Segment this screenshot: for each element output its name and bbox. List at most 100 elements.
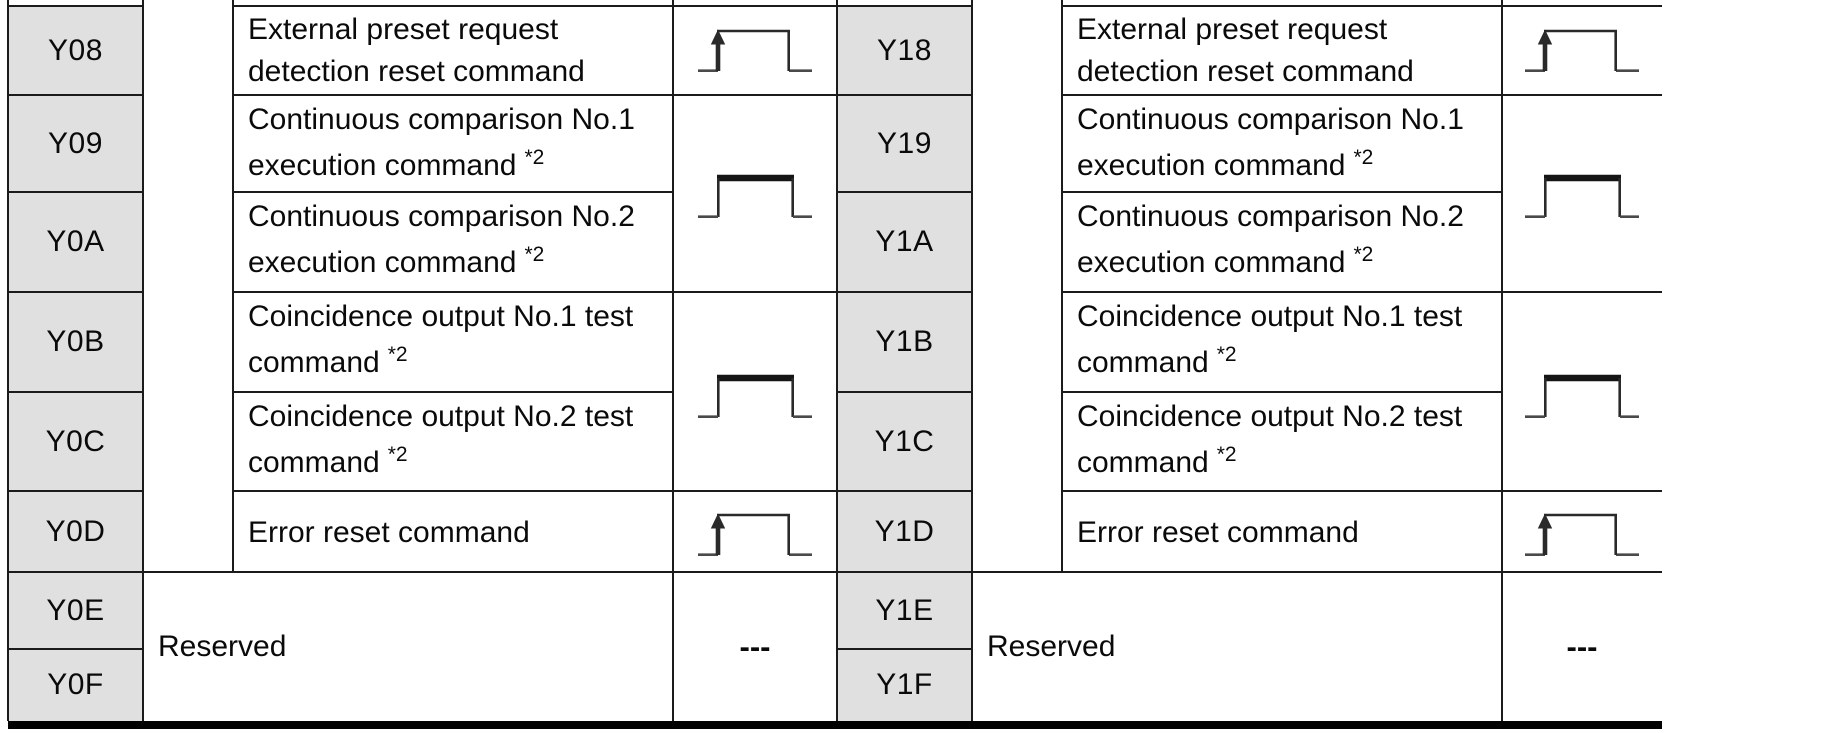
row-border — [1061, 5, 1662, 7]
device-cell: Y0E — [46, 593, 105, 627]
device-cell: Y19 — [877, 126, 932, 160]
signal-description-line: command*2 — [1077, 443, 1237, 479]
rising-edge-pulse-icon — [1525, 29, 1639, 73]
device-cell: Y0F — [47, 668, 104, 701]
reserved-cell: Reserved — [158, 629, 287, 663]
signal-description-line: Continuous comparison No.1 — [1077, 103, 1464, 136]
signal-description-line: execution command*2 — [1077, 146, 1374, 182]
row-border — [1061, 391, 1503, 393]
device-cell: Y09 — [48, 126, 103, 160]
level-pulse-icon — [1525, 374, 1639, 419]
signal-description-line: command*2 — [248, 343, 408, 379]
rising-edge-pulse-icon — [1525, 513, 1639, 557]
row-border — [1061, 191, 1503, 193]
signal-description-line: detection reset command — [248, 55, 585, 88]
row-border — [8, 648, 143, 650]
no-timing-chart-dashes: --- — [1566, 628, 1598, 664]
device-cell: Y0D — [45, 514, 106, 548]
row-border — [1061, 291, 1662, 293]
footnote-marker: *2 — [524, 243, 545, 266]
signal-description-line: detection reset command — [1077, 55, 1414, 88]
signal-description-line: Coincidence output No.1 test — [248, 300, 634, 333]
row-border — [8, 191, 143, 193]
row-border — [8, 291, 143, 293]
signal-description-line: Error reset command — [1077, 516, 1359, 549]
row-border — [837, 94, 972, 96]
column-border — [672, 0, 674, 721]
device-cell: Y1E — [875, 593, 934, 627]
device-cell: Y1C — [874, 424, 935, 458]
row-border — [8, 391, 143, 393]
signal-description-line: execution command*2 — [248, 243, 545, 279]
column-border — [232, 0, 234, 572]
row-border — [8, 5, 143, 7]
row-border — [837, 571, 1662, 573]
footnote-marker: *2 — [387, 443, 408, 466]
row-border — [837, 490, 972, 492]
device-cell: Y0A — [46, 225, 105, 258]
signal-description-line: External preset request — [1077, 13, 1388, 46]
row-border — [232, 490, 838, 492]
row-border — [8, 490, 143, 492]
output-signal-table-ch2: Y18 Y19 Y1A Y1B Y1C Y1D Y1E Y1F External… — [836, 0, 1667, 733]
reserved-cell: Reserved — [987, 629, 1116, 663]
signal-description-line: Coincidence output No.2 test — [1077, 400, 1463, 433]
row-border — [232, 5, 838, 7]
column-border — [1061, 0, 1063, 572]
footnote-marker: *2 — [524, 146, 545, 169]
device-cell: Y1B — [875, 325, 934, 358]
level-pulse-icon — [698, 174, 812, 219]
device-column-background — [8, 6, 143, 721]
footnote-marker: *2 — [1216, 443, 1237, 466]
device-column-background — [837, 6, 972, 721]
row-border — [232, 191, 674, 193]
signal-description-line: Coincidence output No.2 test — [248, 400, 634, 433]
device-cell: Y1A — [875, 225, 934, 258]
footnote-marker: *2 — [387, 343, 408, 366]
signal-description-line: Error reset command — [248, 516, 530, 549]
column-border — [971, 0, 973, 721]
row-border — [837, 5, 972, 7]
device-cell: Y1F — [876, 668, 933, 701]
table-bottom-border — [8, 721, 838, 729]
row-border — [8, 94, 143, 96]
row-border — [837, 191, 972, 193]
row-border — [1061, 94, 1662, 96]
signal-description-line: command*2 — [248, 443, 408, 479]
rising-edge-pulse-icon — [698, 29, 812, 73]
level-pulse-icon — [1525, 174, 1639, 219]
row-border — [837, 648, 972, 650]
signal-description-line: Coincidence output No.1 test — [1077, 300, 1463, 333]
device-cell: Y18 — [877, 33, 932, 67]
signal-description-line: execution command*2 — [248, 146, 545, 182]
device-cell: Y08 — [48, 33, 103, 67]
device-cell: Y1D — [874, 514, 935, 548]
level-pulse-icon — [698, 374, 812, 419]
signal-description-line: command*2 — [1077, 343, 1237, 379]
device-cell: Y0C — [45, 424, 106, 458]
footnote-marker: *2 — [1353, 146, 1374, 169]
signal-description-line: Continuous comparison No.1 — [248, 103, 635, 136]
row-border — [232, 94, 838, 96]
signal-description-line: Continuous comparison No.2 — [248, 200, 635, 233]
row-border — [1061, 490, 1662, 492]
device-cell: Y0B — [46, 325, 105, 358]
column-border — [1501, 0, 1503, 721]
rising-edge-pulse-icon — [698, 513, 812, 557]
signal-description-line: execution command*2 — [1077, 243, 1374, 279]
signal-description-line: Continuous comparison No.2 — [1077, 200, 1464, 233]
table-bottom-border — [837, 721, 1662, 729]
no-timing-chart-dashes: --- — [739, 628, 771, 664]
row-border — [232, 291, 838, 293]
column-border — [142, 0, 144, 721]
signal-description-line: External preset request — [248, 13, 559, 46]
column-border — [7, 0, 9, 721]
output-signal-table-ch1: Y08 Y09 Y0A Y0B Y0C Y0D Y0E Y0F External… — [7, 0, 838, 733]
footnote-marker: *2 — [1216, 343, 1237, 366]
row-border — [837, 391, 972, 393]
row-border — [8, 571, 838, 573]
column-border — [836, 0, 838, 721]
footnote-marker: *2 — [1353, 243, 1374, 266]
row-border — [232, 391, 674, 393]
